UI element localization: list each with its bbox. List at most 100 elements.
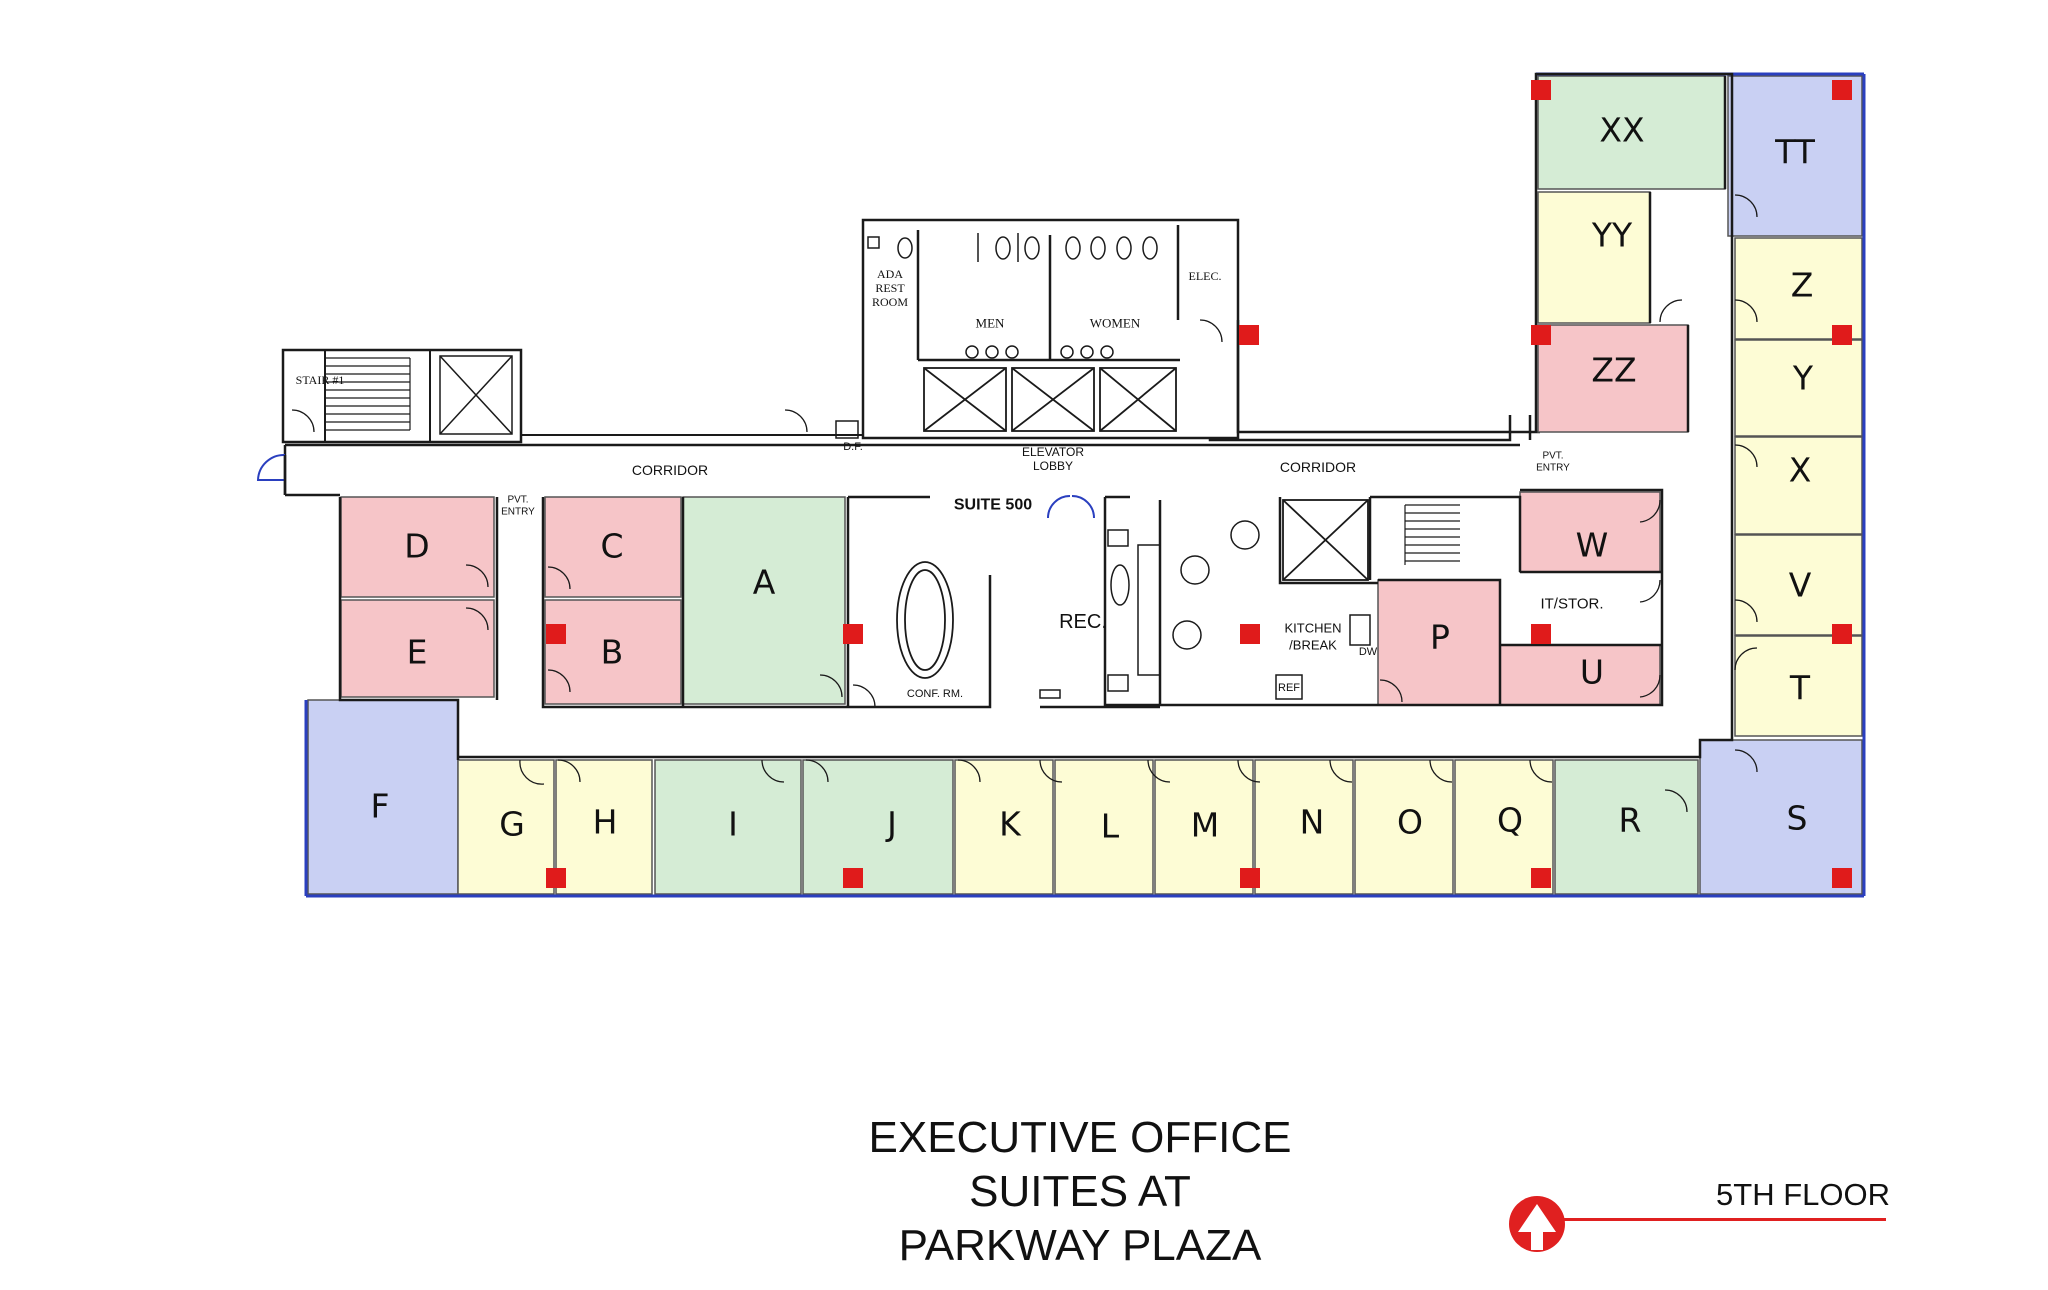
suite-label-O: O (1397, 803, 1423, 842)
marker-icon (1832, 80, 1852, 100)
suite-label-M: M (1191, 806, 1219, 845)
refrigerator-label: REF (1278, 682, 1300, 694)
suite-B[interactable] (544, 599, 682, 705)
suite-G[interactable] (457, 759, 555, 895)
suite-Y[interactable] (1734, 339, 1863, 437)
drinking-fountain-label: D.F. (843, 441, 863, 453)
suite-E[interactable] (340, 599, 495, 698)
plan-title-line-2: SUITES AT (969, 1167, 1191, 1216)
suite-L[interactable] (1054, 759, 1154, 895)
suite-XX[interactable] (1537, 75, 1726, 190)
stair-icon (325, 357, 411, 431)
suite-R[interactable] (1554, 759, 1699, 895)
suite-label-F: F (371, 787, 390, 826)
suite-Z[interactable] (1734, 237, 1863, 340)
stair-label: STAIR #1 (296, 373, 345, 387)
marker-icon (1239, 325, 1259, 345)
marker-icon (1832, 868, 1852, 888)
suite-500-label: SUITE 500 (954, 497, 1032, 514)
interior-walls (338, 72, 1734, 760)
suite-YY[interactable] (1537, 191, 1651, 324)
suite-W[interactable] (1519, 491, 1661, 573)
ada-label: ADA (877, 267, 903, 281)
door-swing-icon[interactable] (256, 453, 286, 481)
suite-label-P: P (1430, 618, 1450, 657)
shaft-icon (439, 355, 513, 435)
suite-label-A: A (753, 563, 776, 602)
plan-title-line-3: PARKWAY PLAZA (898, 1221, 1262, 1270)
marker-icon (1531, 80, 1551, 100)
restroom-fixtures (867, 233, 1158, 359)
door-swings (291, 194, 1758, 813)
corridor-label: CORRIDOR (1280, 459, 1356, 475)
stair-icon (1404, 504, 1460, 565)
suite-D[interactable] (340, 496, 495, 598)
marker-icon (546, 624, 566, 644)
floor-rule (1560, 1218, 1886, 1221)
marker-icon (546, 868, 566, 888)
core-block (861, 218, 1240, 440)
suite-T[interactable] (1734, 635, 1863, 737)
marker-icon (843, 624, 863, 644)
suite-M[interactable] (1154, 759, 1254, 895)
suite-labels: D E C B A F G H I J K L M N O Q R S T V … (371, 111, 1816, 846)
suite-label-H: H (593, 803, 618, 842)
suite-label-T: T (1789, 669, 1811, 708)
suite-label-K: K (999, 805, 1022, 844)
elevator-lobby-label: ELEVATOR (1022, 445, 1084, 459)
plan-title-line-1: EXECUTIVE OFFICE (868, 1113, 1292, 1162)
marker-icon (1240, 624, 1260, 644)
suite-N[interactable] (1254, 759, 1354, 895)
women-label: WOMEN (1090, 316, 1141, 331)
suite-label-ZZ: ZZ (1591, 351, 1636, 390)
suite-F[interactable] (307, 699, 459, 895)
suite-label-S: S (1787, 799, 1808, 838)
dishwasher-label: DW (1359, 646, 1378, 658)
suite-label-J: J (885, 805, 897, 844)
suite-label-R: R (1619, 801, 1642, 840)
suite-O[interactable] (1354, 759, 1454, 895)
suite-label-V: V (1789, 566, 1812, 605)
suite-label-D: D (404, 527, 429, 566)
kitchen-label: /BREAK (1289, 638, 1337, 653)
north-arrow-icon (1509, 1196, 1565, 1252)
suite-label-Z: Z (1791, 266, 1814, 305)
suites (307, 75, 1863, 895)
pvt-entry-label: ENTRY (501, 507, 535, 518)
elec-label: ELEC. (1189, 269, 1222, 283)
kitchen-tables (1172, 520, 1371, 700)
suite-label-U: U (1580, 653, 1604, 692)
suite-label-X: X (1789, 451, 1812, 490)
suite-label-Y: Y (1792, 359, 1814, 398)
suite-J[interactable] (802, 759, 954, 895)
suite-ZZ[interactable] (1537, 324, 1689, 433)
kitchen-label: KITCHEN (1284, 621, 1341, 636)
suite-label-W: W (1576, 526, 1609, 565)
ada-label: ROOM (872, 295, 908, 309)
corridor-label: CORRIDOR (632, 462, 708, 478)
marker-icon (843, 868, 863, 888)
conference-table (896, 561, 954, 679)
conference-label: CONF. RM. (907, 688, 963, 700)
suite-K[interactable] (954, 759, 1054, 895)
right-core (1282, 499, 1369, 581)
suite-label-YY: YY (1591, 216, 1633, 255)
marker-icon (1531, 868, 1551, 888)
suite-label-C: C (600, 527, 623, 566)
suite-label-L: L (1101, 807, 1120, 846)
reception-furniture (1039, 529, 1161, 699)
pvt-entry-label: ENTRY (1536, 463, 1570, 474)
door-swing-icon[interactable] (1047, 495, 1095, 519)
suite-label-B: B (601, 633, 624, 672)
area-labels: CORRIDOR CORRIDOR SUITE 500 REC. CONF. R… (501, 451, 1603, 701)
suite-label-E: E (407, 633, 428, 672)
marker-icon (1832, 624, 1852, 644)
suite-A[interactable] (682, 496, 846, 705)
suite-I[interactable] (654, 759, 802, 895)
marker-icon (1531, 325, 1551, 345)
suite-X[interactable] (1734, 436, 1863, 535)
suite-U[interactable] (1499, 644, 1661, 706)
suite-TT[interactable] (1727, 75, 1863, 237)
men-label: MEN (976, 316, 1006, 331)
suite-H[interactable] (555, 759, 653, 895)
